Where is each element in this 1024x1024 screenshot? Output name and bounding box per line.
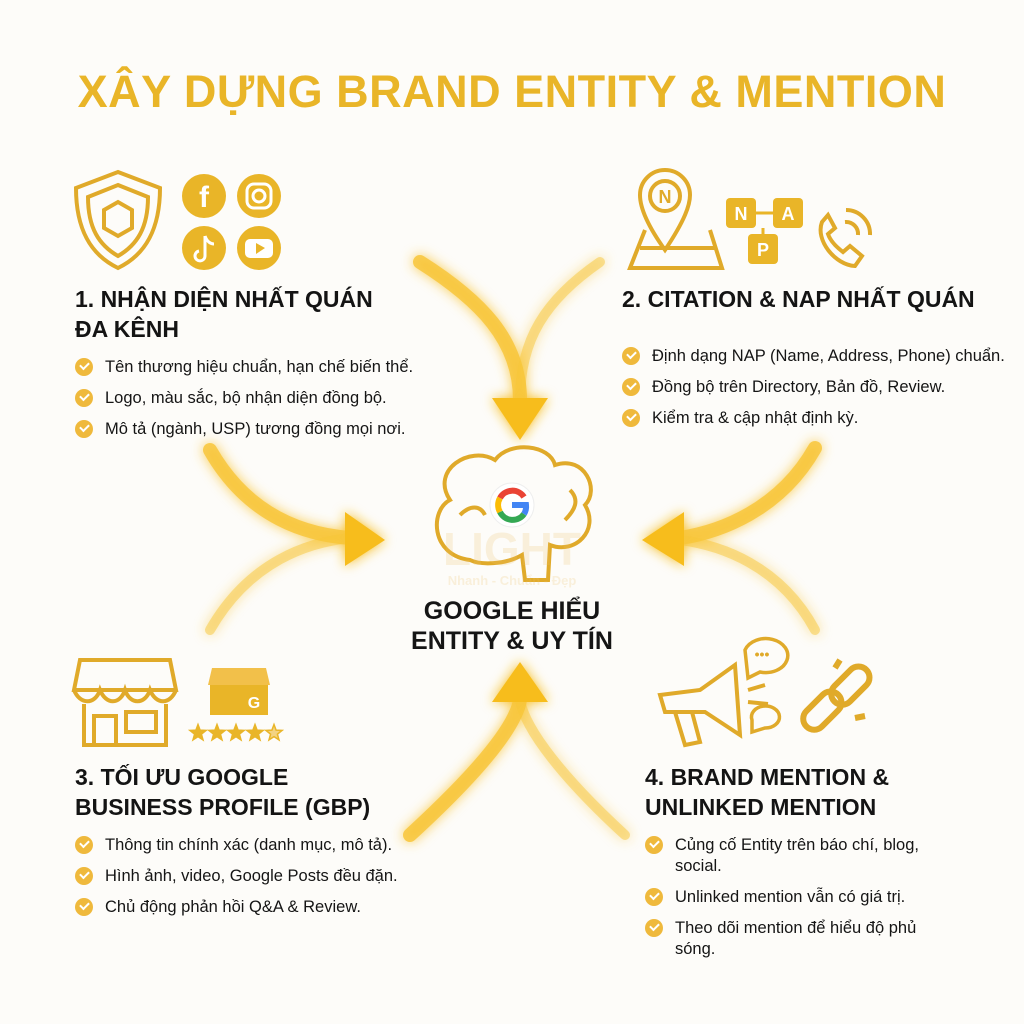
nap-blocks-icon: N A P <box>726 198 803 264</box>
watermark: LIGHT Nhanh - Chuẩn - Đẹp <box>443 523 581 588</box>
check-icon <box>75 867 93 885</box>
star-icon <box>187 722 209 742</box>
arrow-left <box>203 443 357 545</box>
check-icon <box>622 347 640 365</box>
tiktok-icon <box>182 226 226 270</box>
list-item: Theo dõi mention để hiểu độ phủ sóng. <box>645 918 945 960</box>
star-icon <box>225 722 247 742</box>
svg-text:f: f <box>199 181 210 214</box>
instagram-icon <box>237 174 281 218</box>
shield-logo-icon <box>73 169 163 271</box>
check-icon <box>75 836 93 854</box>
arrow-bottom-head <box>492 662 548 702</box>
list-item: Đồng bộ trên Directory, Bản đồ, Review. <box>622 377 1022 398</box>
svg-text:•••: ••• <box>755 646 770 662</box>
storefront-icon <box>71 658 179 747</box>
pin-letter: N <box>659 187 672 207</box>
arrow-right-head <box>642 512 684 566</box>
youtube-icon <box>237 226 281 270</box>
check-icon <box>75 358 93 376</box>
star-rating-icon <box>187 722 285 742</box>
arrow-bottom <box>403 693 527 842</box>
check-icon <box>622 409 640 427</box>
list-item: Tên thương hiệu chuẩn, hạn chế biến thể. <box>75 357 455 378</box>
section-brand-mention: 4. BRAND MENTION &UNLINKED MENTION Củng … <box>645 762 995 970</box>
nap-letter-p: P <box>757 240 769 260</box>
star-icon <box>244 722 266 742</box>
google-g-icon <box>495 487 530 523</box>
list-item: Unlinked mention vẫn có giá trị. <box>645 887 945 908</box>
google-business-icon: G <box>208 668 270 715</box>
section-citation-nap: 2. CITATION & NAP NHẤT QUÁN Định dạng NA… <box>622 284 1022 439</box>
megaphone-icon <box>657 661 769 748</box>
list-item: Thông tin chính xác (danh mục, mô tả). <box>75 835 455 856</box>
chat-bubble-icon <box>743 636 790 735</box>
list-item: Định dạng NAP (Name, Address, Phone) chu… <box>622 346 1022 367</box>
list-item: Chủ động phản hồi Q&A & Review. <box>75 897 455 918</box>
arrow-top-head <box>492 398 548 440</box>
check-icon <box>645 888 663 906</box>
check-icon <box>75 420 93 438</box>
link-chain-icon <box>800 658 873 733</box>
check-icon <box>75 389 93 407</box>
check-icon <box>645 919 663 937</box>
svg-text:G: G <box>248 695 260 712</box>
section-heading: 4. BRAND MENTION &UNLINKED MENTION <box>645 764 890 820</box>
arrow-right <box>673 441 822 545</box>
map-pin-icon <box>627 168 725 270</box>
page-title: XÂY DỰNG BRAND ENTITY & MENTION <box>77 66 947 117</box>
list-item: Hình ảnh, video, Google Posts đều đặn. <box>75 866 455 887</box>
nap-letter-a: A <box>782 204 795 224</box>
list-item: Logo, màu sắc, bộ nhận diện đồng bộ. <box>75 388 455 409</box>
brain-with-google-logo-icon <box>435 445 593 582</box>
check-icon <box>645 836 663 854</box>
list-item: Mô tả (ngành, USP) tương đồng mọi nơi. <box>75 419 455 440</box>
phone-icon <box>818 207 872 269</box>
nap-letter-n: N <box>735 204 748 224</box>
section-heading: 2. CITATION & NAP NHẤT QUÁN <box>622 286 975 312</box>
arrow-left-head <box>345 512 385 566</box>
list-item: Củng cố Entity trên báo chí, blog, socia… <box>645 835 945 877</box>
check-icon <box>622 378 640 396</box>
star-icon <box>206 722 228 742</box>
list-item: Kiểm tra & cập nhật định kỳ. <box>622 408 1022 429</box>
check-icon <box>75 898 93 916</box>
facebook-icon: f <box>182 174 226 218</box>
star-icon <box>263 722 285 742</box>
